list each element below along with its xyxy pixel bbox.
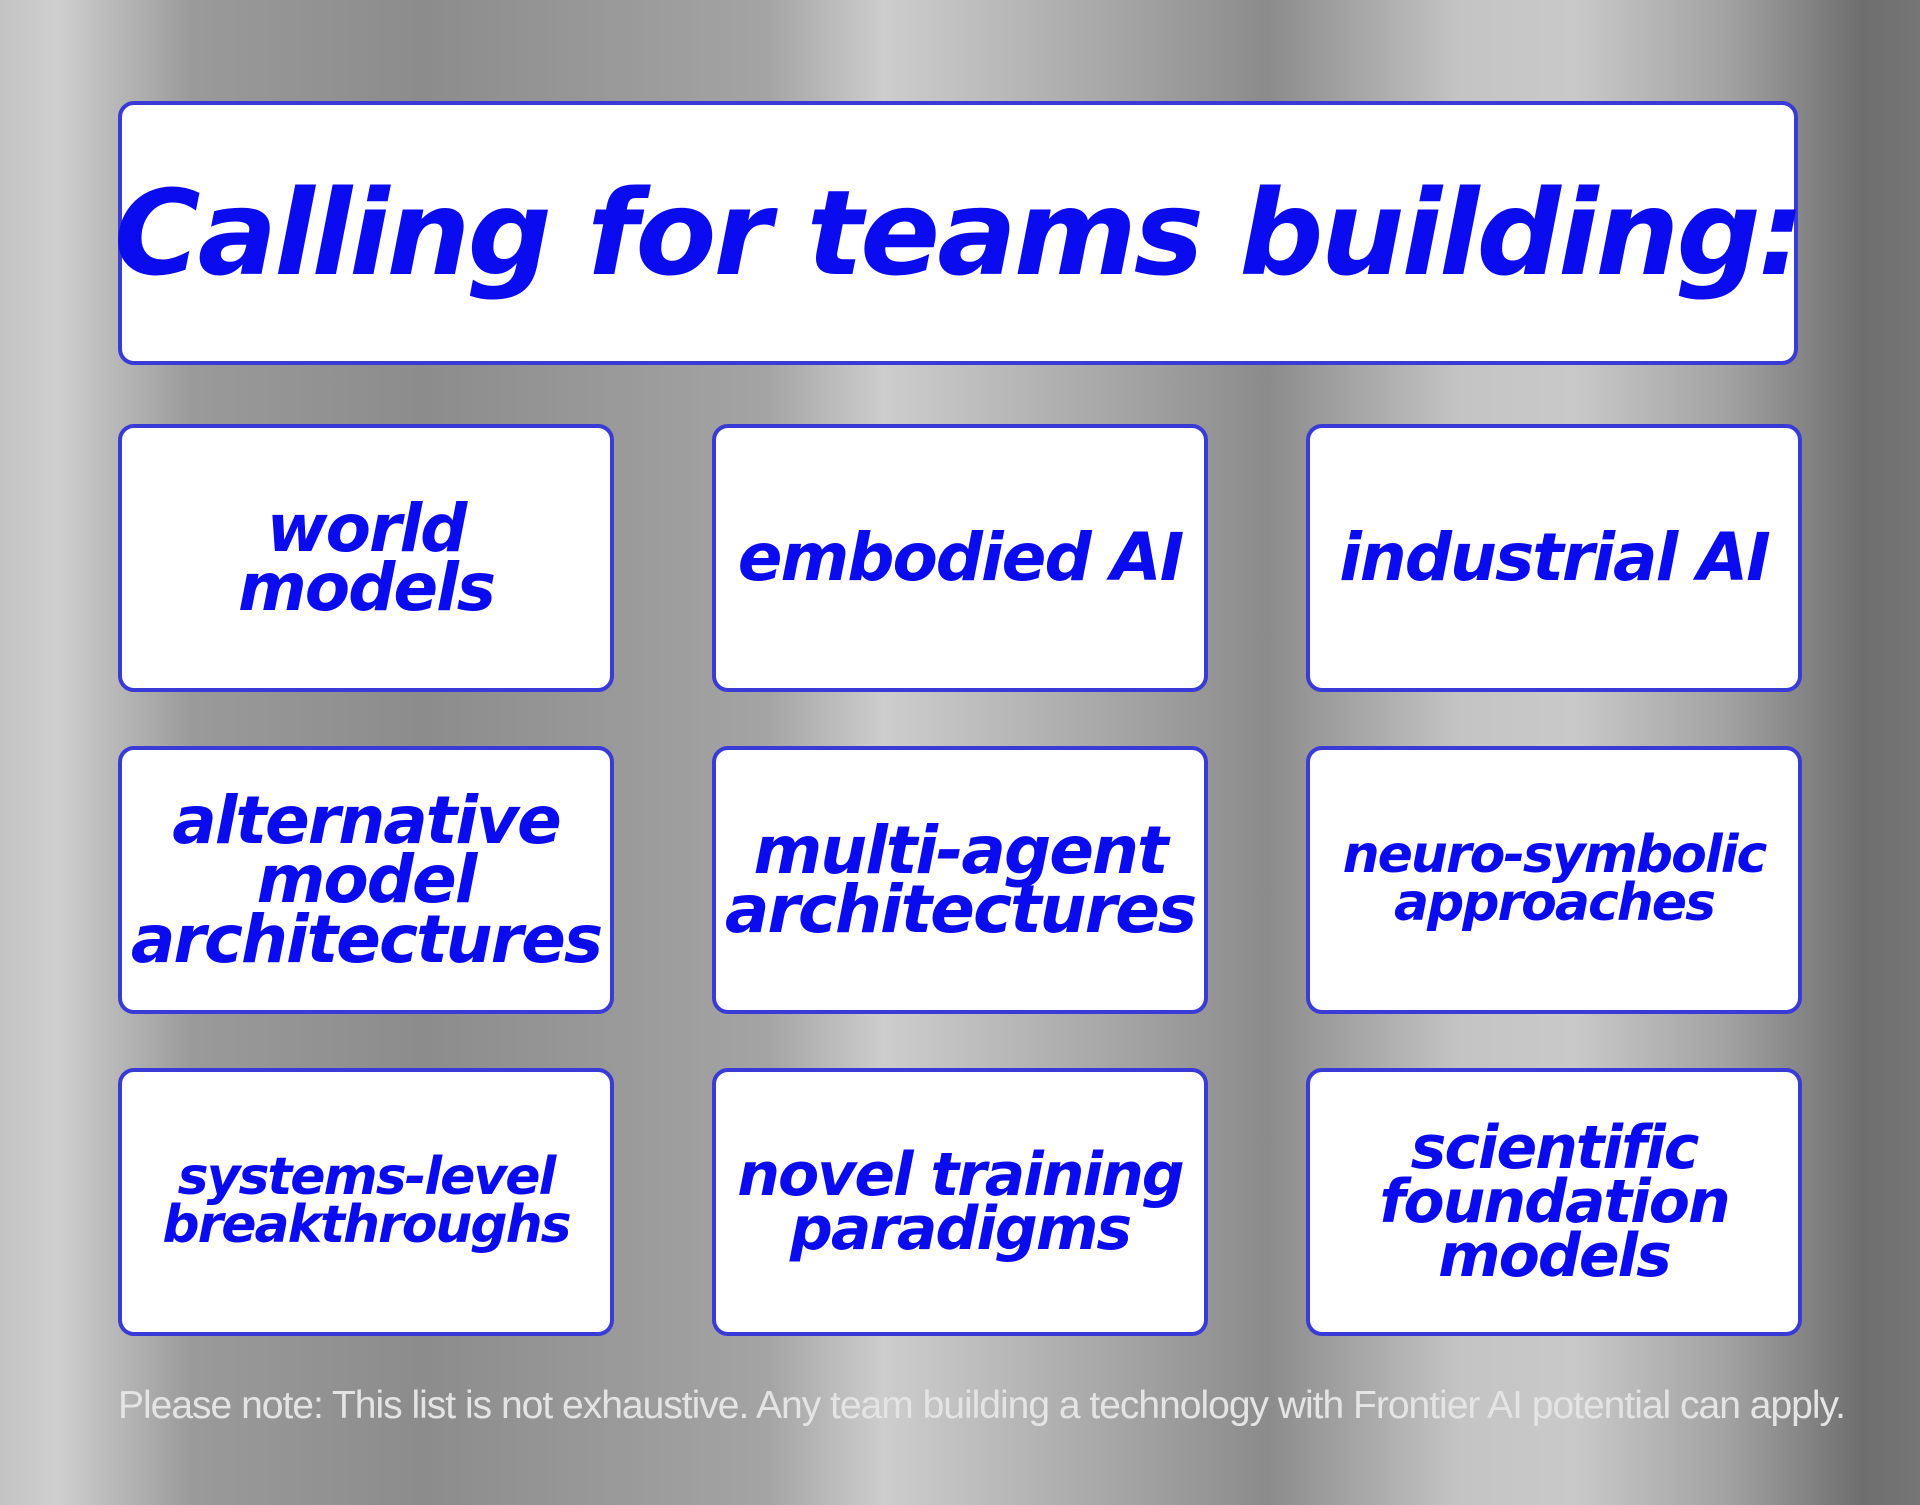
page-title: Calling for teams building:	[113, 164, 1805, 302]
tile-novel-training-paradigms: novel training paradigms	[712, 1068, 1208, 1336]
tile-label: systems-level breakthroughs	[162, 1147, 571, 1255]
tile-label: scientific foundation models	[1379, 1113, 1730, 1291]
tile-label: industrial AI	[1339, 519, 1771, 597]
tile-label: alternative model architectures	[130, 781, 603, 978]
title-card: Calling for teams building:	[114, 101, 1805, 365]
tile-scientific-foundation-models: scientific foundation models	[1306, 1068, 1802, 1336]
tile-industrial-ai: industrial AI	[1306, 424, 1802, 692]
tile-label: world models	[237, 489, 496, 626]
tile-multi-agent-architectures: multi-agent architectures	[712, 746, 1208, 1014]
tile-embodied-ai: embodied AI	[712, 424, 1208, 692]
tile-systems-level-breakthroughs: systems-level breakthroughs	[118, 1068, 614, 1336]
footnote: Please note: This list is not exhaustive…	[118, 1384, 1846, 1427]
tile-alternative-model-architectures: alternative model architectures	[118, 746, 614, 1014]
tile-world-models: world models	[118, 424, 614, 692]
tile-label: novel training paradigms	[737, 1140, 1184, 1264]
tile-label: embodied AI	[737, 519, 1185, 597]
tile-label: multi-agent architectures	[724, 811, 1197, 948]
tile-neuro-symbolic-approaches: neuro-symbolic approaches	[1306, 746, 1802, 1014]
tile-label: neuro-symbolic approaches	[1342, 825, 1768, 933]
